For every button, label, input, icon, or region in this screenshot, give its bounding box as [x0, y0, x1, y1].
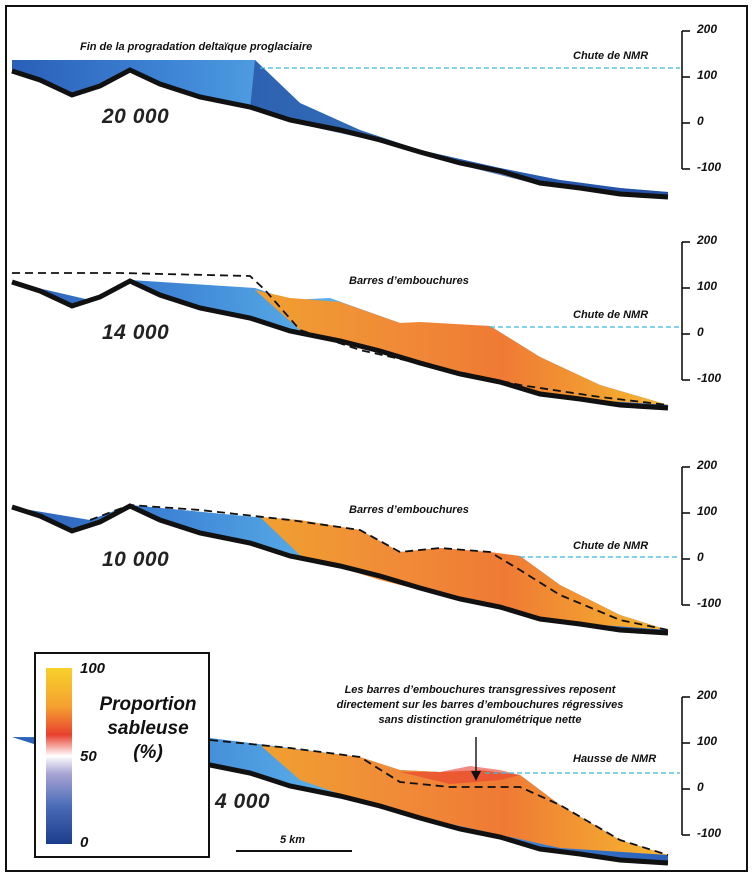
legend-title-line3: (%) [133, 742, 163, 763]
legend-title-line2: sableuse [107, 718, 189, 739]
annotation-arrow-head [471, 771, 481, 781]
scale-bar-label: 5 km [280, 834, 306, 846]
axis1-tick-100: 100 [697, 68, 718, 82]
panel4-note: Les barres d’embouchures transgressives … [336, 684, 624, 726]
legend-box: 100 50 0 Proportion sableuse (%) [34, 652, 210, 858]
basement-profile [11, 503, 669, 636]
legend-tick-0: 0 [80, 834, 89, 851]
panel3-nmr-label: Chute de NMR [573, 540, 649, 552]
panel1-nmr-label: Chute de NMR [573, 50, 649, 62]
axis3-tick-100: 100 [697, 504, 718, 518]
basement-profile [11, 278, 669, 411]
legend-color-bar [46, 668, 72, 844]
panel1-age: 20 000 [102, 105, 170, 128]
axis1-tick-200: 200 [697, 22, 718, 36]
panel3-age: 10 000 [102, 548, 170, 571]
previous-surface-dashed [12, 272, 669, 406]
axis2-tick-100: 100 [697, 279, 718, 293]
axis3-tick-minus100: -100 [697, 596, 722, 610]
axis4-tick-minus100: -100 [697, 826, 722, 840]
transgressive-bar-red [400, 766, 520, 784]
cross-section-panels [11, 30, 690, 866]
previous-surface-dashed [89, 504, 669, 631]
axis1-tick-minus100: -100 [697, 160, 722, 174]
panel1-note: Fin de la progradation deltaïque proglac… [80, 41, 313, 53]
panel3-note: Barres d’embouchures [349, 504, 469, 516]
axis2-tick-minus100: -100 [697, 371, 722, 385]
axis4-tick-100: 100 [697, 734, 718, 748]
sand-mouth-bars [255, 290, 668, 405]
axis4-tick-200: 200 [697, 688, 718, 702]
panel2-age: 14 000 [102, 321, 170, 344]
axis2-tick-0: 0 [697, 325, 704, 339]
panel2-note: Barres d’embouchures [349, 275, 469, 287]
basement-profile [199, 760, 669, 866]
dark-prodelta-wedge [250, 60, 668, 197]
panel4-nmr-label: Hausse de NMR [573, 753, 657, 765]
panel4-age: 4 000 [215, 790, 271, 813]
sand-mouth-bars [260, 745, 668, 855]
axis4-tick-0: 0 [697, 780, 704, 794]
figure-border [5, 5, 748, 872]
sand-mouth-bars [260, 517, 668, 630]
legend-tick-50: 50 [80, 748, 97, 765]
basement-profile [11, 67, 669, 200]
legend-tick-100: 100 [80, 660, 106, 677]
axis3-tick-0: 0 [697, 550, 704, 564]
panel2-nmr-label: Chute de NMR [573, 309, 649, 321]
previous-surface-dashed [209, 739, 669, 856]
axis1-tick-0: 0 [697, 114, 704, 128]
axis3-tick-200: 200 [697, 458, 718, 472]
axis2-tick-200: 200 [697, 233, 718, 247]
legend-title-line1: Proportion [99, 694, 197, 715]
